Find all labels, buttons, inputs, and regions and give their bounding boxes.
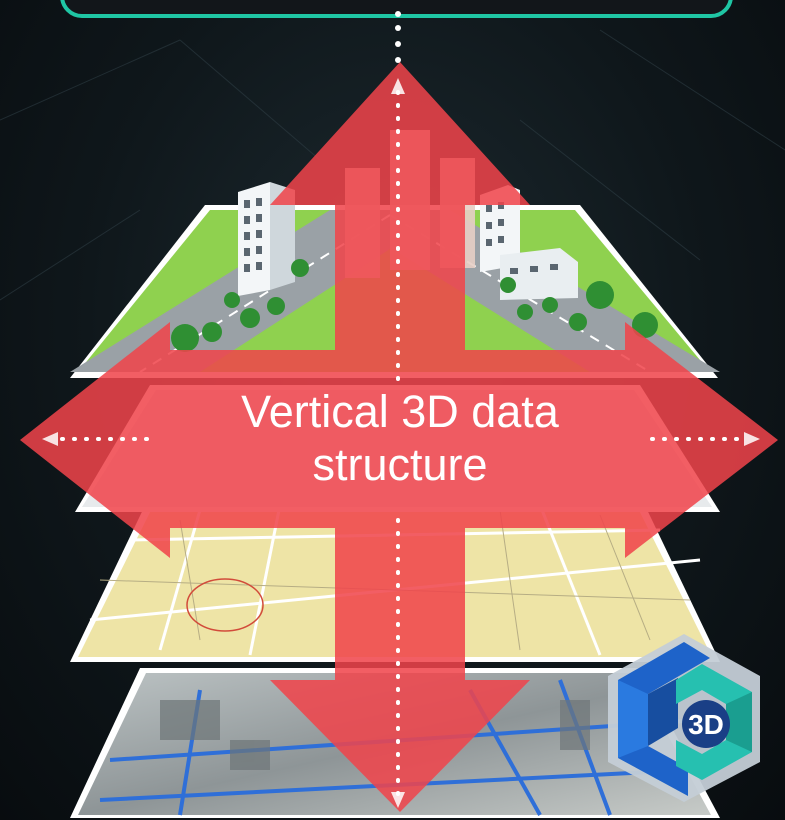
dotted-guides (42, 11, 760, 808)
title-line-2: structure (312, 439, 488, 490)
3d-cube-logo-icon: 3D (608, 634, 760, 802)
building-right (480, 185, 578, 300)
building-left (238, 182, 295, 296)
vertical-dotted-line (395, 11, 401, 63)
four-way-arrow (20, 62, 778, 812)
diagram-title: Vertical 3D data structure (175, 385, 625, 491)
background-network (0, 29, 785, 301)
title-line-1: Vertical 3D data (241, 386, 559, 437)
logo-text: 3D (688, 709, 724, 740)
trees (171, 259, 658, 352)
